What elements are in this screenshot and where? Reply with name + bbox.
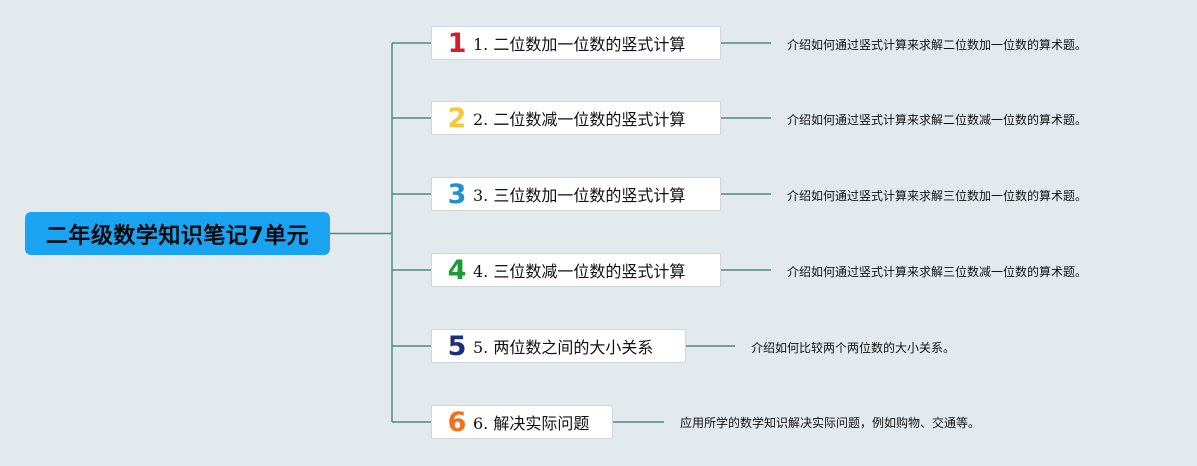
number-1-icon: 1 [447, 27, 467, 59]
branch-note-6: 应用所学的数学知识解决实际问题，例如购物、交通等。 [680, 416, 981, 430]
branch-label: 3. 三位数加一位数的竖式计算 [473, 186, 686, 205]
branch-topic-5[interactable]: 5 5. 两位数之间的大小关系 [431, 329, 686, 363]
branch-note-4: 介绍如何通过竖式计算来求解三位数减一位数的算术题。 [787, 265, 1088, 279]
branch-topic-2[interactable]: 2 2. 二位数减一位数的竖式计算 [431, 101, 721, 135]
branch-topic-3[interactable]: 3 3. 三位数加一位数的竖式计算 [431, 177, 721, 211]
branch-note-2: 介绍如何通过竖式计算来求解二位数减一位数的算术题。 [787, 113, 1088, 127]
root-topic[interactable]: 二年级数学知识笔记7单元 [25, 212, 330, 255]
branch-label: 4. 三位数减一位数的竖式计算 [473, 262, 686, 281]
number-5-icon: 5 [447, 330, 467, 362]
branch-label: 6. 解决实际问题 [473, 414, 590, 433]
branch-note-3: 介绍如何通过竖式计算来求解三位数加一位数的算术题。 [787, 189, 1088, 203]
branch-note-1: 介绍如何通过竖式计算来求解二位数加一位数的算术题。 [787, 38, 1088, 52]
number-2-icon: 2 [447, 102, 467, 134]
number-6-icon: 6 [447, 406, 467, 438]
branch-label: 2. 二位数减一位数的竖式计算 [473, 110, 686, 129]
number-4-icon: 4 [447, 254, 467, 286]
branch-topic-4[interactable]: 4 4. 三位数减一位数的竖式计算 [431, 253, 721, 287]
branch-topic-1[interactable]: 1 1. 二位数加一位数的竖式计算 [431, 26, 721, 60]
branch-label: 1. 二位数加一位数的竖式计算 [473, 35, 686, 54]
branch-topic-6[interactable]: 6 6. 解决实际问题 [431, 405, 613, 439]
number-3-icon: 3 [447, 178, 467, 210]
root-title: 二年级数学知识笔记7单元 [45, 223, 310, 249]
branch-note-5: 介绍如何比较两个两位数的大小关系。 [751, 341, 956, 355]
branch-label: 5. 两位数之间的大小关系 [473, 338, 654, 357]
